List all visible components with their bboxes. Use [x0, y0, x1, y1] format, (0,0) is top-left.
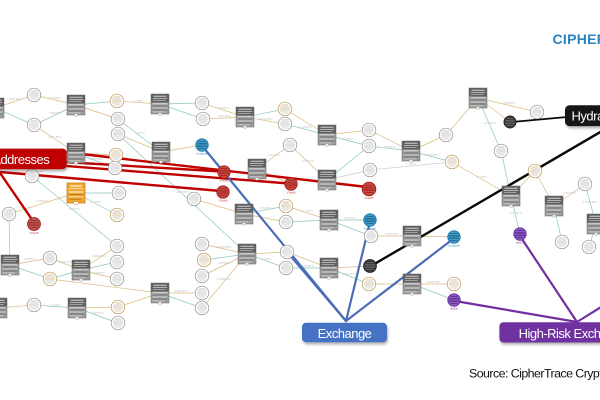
- svg-text:0.997 BTC: 0.997 BTC: [385, 232, 398, 236]
- svg-text:2.45 BTC: 2.45 BTC: [300, 125, 312, 129]
- svg-text:1.0235 BTC: 1.0235 BTC: [501, 101, 516, 105]
- svg-text:1.7 BTC: 1.7 BTC: [303, 209, 313, 213]
- svg-text:2.45 BTC: 2.45 BTC: [484, 121, 496, 125]
- svg-text:17ach5: 17ach5: [286, 191, 296, 195]
- svg-text:0.55 BTC: 0.55 BTC: [24, 257, 36, 261]
- svg-text:bc1qxw9: bc1qxw9: [196, 152, 207, 156]
- svg-text:bc1qxw9: bc1qxw9: [448, 244, 459, 248]
- svg-text:0.997 BTC: 0.997 BTC: [48, 135, 61, 139]
- svg-text:0.55 BTC: 0.55 BTC: [510, 211, 522, 215]
- svg-text:Source: CipherTrace Cryptocurr: Source: CipherTrace Cryptocurrency Intel…: [469, 366, 600, 380]
- svg-text:Hydra Market: Hydra Market: [572, 109, 600, 124]
- svg-text:2.45 BTC: 2.45 BTC: [268, 153, 280, 157]
- svg-text:3jx81k: 3jx81k: [516, 241, 525, 245]
- svg-text:0.55 BTC: 0.55 BTC: [92, 311, 104, 315]
- svg-text:0.997 BTC: 0.997 BTC: [563, 191, 576, 195]
- svg-text:17ach5: 17ach5: [29, 231, 39, 235]
- svg-text:17ach5: 17ach5: [218, 199, 228, 203]
- svg-text:1.0235 BTC: 1.0235 BTC: [89, 157, 104, 161]
- svg-text:0.55 BTC: 0.55 BTC: [302, 264, 314, 268]
- svg-text:0.55 BTC: 0.55 BTC: [344, 216, 356, 220]
- svg-text:3jx81k: 3jx81k: [450, 307, 459, 311]
- svg-text:0.997 BTC: 0.997 BTC: [175, 190, 188, 194]
- svg-text:CIPHERTRACE: CIPHERTRACE: [553, 31, 600, 47]
- svg-text:1.0235 BTC: 1.0235 BTC: [217, 245, 232, 249]
- svg-text:0.997 BTC: 0.997 BTC: [59, 260, 72, 264]
- svg-text:2.45 BTC: 2.45 BTC: [259, 206, 271, 210]
- svg-text:0.55 BTC: 0.55 BTC: [302, 159, 314, 163]
- svg-text:1.0235 BTC: 1.0235 BTC: [217, 277, 232, 281]
- svg-text:1.0235 BTC: 1.0235 BTC: [583, 200, 598, 204]
- svg-text:1.0235 BTC: 1.0235 BTC: [426, 280, 441, 284]
- svg-text:1.7 BTC: 1.7 BTC: [343, 137, 353, 141]
- svg-text:1.7 BTC: 1.7 BTC: [51, 303, 61, 307]
- svg-text:1.7 BTC: 1.7 BTC: [477, 175, 487, 179]
- svg-text:17ach5: 17ach5: [364, 196, 374, 200]
- svg-text:17ach5: 17ach5: [219, 179, 229, 183]
- svg-text:1.0235 BTC: 1.0235 BTC: [7, 97, 22, 101]
- svg-text:1.7 BTC: 1.7 BTC: [91, 200, 101, 204]
- svg-text:High-Risk Exchange: High-Risk Exchange: [519, 326, 600, 341]
- svg-text:1.7 BTC: 1.7 BTC: [406, 162, 416, 166]
- svg-text:1.7 BTC: 1.7 BTC: [133, 99, 143, 103]
- svg-text:1.7 BTC: 1.7 BTC: [135, 131, 145, 135]
- svg-text:0.55 BTC: 0.55 BTC: [218, 106, 230, 110]
- svg-text:2.45 BTC: 2.45 BTC: [93, 271, 105, 275]
- svg-text:2.45 BTC: 2.45 BTC: [218, 261, 230, 265]
- svg-text:2.45 BTC: 2.45 BTC: [49, 96, 61, 100]
- svg-text:0.997 BTC: 0.997 BTC: [425, 153, 438, 157]
- svg-text:0.997 BTC: 0.997 BTC: [174, 289, 187, 293]
- svg-text:1.0235 BTC: 1.0235 BTC: [258, 117, 273, 121]
- svg-text:1.7 BTC: 1.7 BTC: [261, 257, 271, 261]
- svg-text:0.997 BTC: 0.997 BTC: [217, 114, 230, 118]
- svg-text:bc1qxw9: bc1qxw9: [364, 227, 375, 231]
- svg-text:0.997 BTC: 0.997 BTC: [342, 272, 355, 276]
- svg-text:1.0235 BTC: 1.0235 BTC: [92, 254, 107, 258]
- svg-text:Exchange: Exchange: [318, 326, 372, 341]
- svg-text:Ransomware Addresses: Ransomware Addresses: [0, 152, 50, 167]
- svg-text:2.45 BTC: 2.45 BTC: [36, 199, 48, 203]
- svg-text:0.55 BTC: 0.55 BTC: [384, 145, 396, 149]
- svg-text:0.55 BTC: 0.55 BTC: [49, 111, 61, 115]
- svg-text:2.45 BTC: 2.45 BTC: [68, 207, 80, 211]
